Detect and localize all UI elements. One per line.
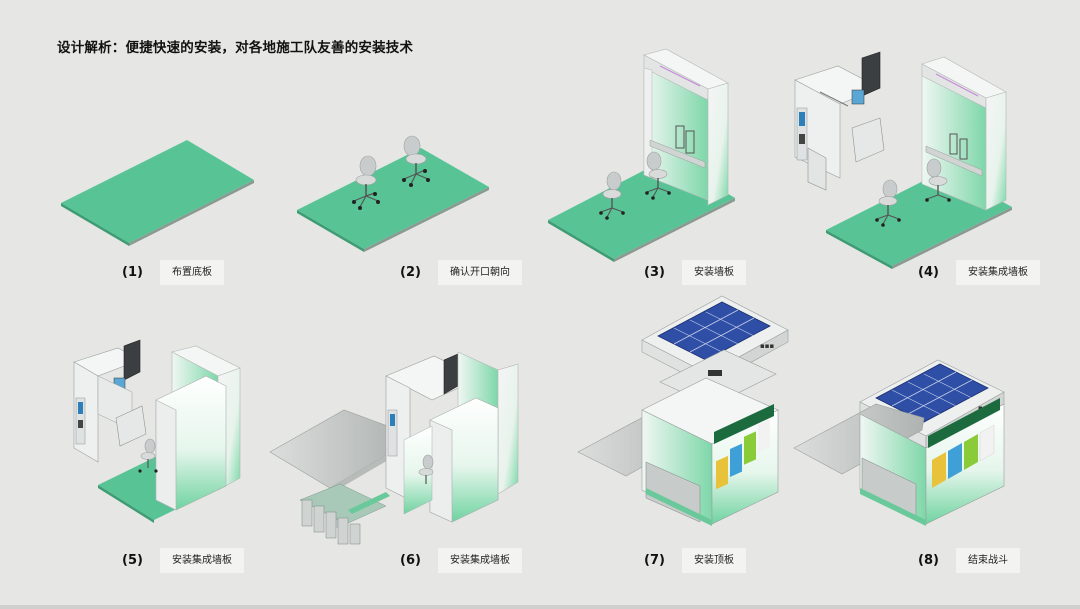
turnstile-icon: [299, 483, 390, 545]
chair-icon: [645, 151, 671, 200]
step-number: (1): [122, 265, 143, 280]
step-number: (4): [918, 265, 939, 280]
step-caption: 安装集成墙板: [160, 548, 244, 573]
step-caption: 结束战斗: [956, 548, 1020, 573]
step-number: (2): [400, 265, 421, 280]
chair-icon: [599, 171, 625, 220]
page-title: 设计解析：便捷快速的安装，对各地施工队友善的安装技术: [57, 40, 414, 56]
chair-icon: [925, 158, 951, 202]
svg-text:▪▪▪: ▪▪▪: [760, 342, 774, 350]
step-number: (6): [400, 553, 421, 568]
step-5-illustration: [73, 339, 241, 523]
step-4-illustration: [794, 51, 1012, 269]
step-label-6: (6) 安装集成墙板: [400, 548, 522, 573]
step-label-2: (2) 确认开口朝向: [400, 260, 522, 285]
step-caption: 安装集成墙板: [438, 548, 522, 573]
poster-board-icon: [932, 424, 995, 488]
step-6-illustration: [269, 351, 519, 545]
step-8-illustration: ▪▪▪: [793, 359, 1005, 526]
step-caption: 布置底板: [160, 260, 224, 285]
step-1-illustration: [61, 140, 254, 246]
chair-icon: [875, 179, 901, 227]
step-3-illustration: [548, 48, 735, 262]
solar-panel-icon: [875, 363, 989, 423]
poster-board-icon: [716, 419, 770, 490]
step-caption: 确认开口朝向: [438, 260, 522, 285]
step-2-illustration: [297, 135, 489, 252]
step-caption: 安装墙板: [682, 260, 746, 285]
step-7-illustration: ▪▪▪: [577, 295, 789, 526]
solar-panel-icon: [657, 301, 771, 361]
chair-icon: [352, 155, 380, 210]
step-label-7: (7) 安装顶板: [644, 548, 746, 573]
chair-icon: [138, 438, 158, 473]
step-label-4: (4) 安装集成墙板: [918, 260, 1040, 285]
step-label-8: (8) 结束战斗: [918, 548, 1020, 573]
step-number: (5): [122, 553, 143, 568]
chair-icon: [402, 135, 430, 187]
bottom-divider: [0, 605, 1080, 609]
step-label-1: (1) 布置底板: [122, 260, 224, 285]
step-caption: 安装顶板: [682, 548, 746, 573]
step-caption: 安装集成墙板: [956, 260, 1040, 285]
step-number: (7): [644, 553, 665, 568]
step-number: (8): [918, 553, 939, 568]
step-label-5: (5) 安装集成墙板: [122, 548, 244, 573]
chair-icon: [418, 454, 434, 484]
step-label-3: (3) 安装墙板: [644, 260, 746, 285]
step-number: (3): [644, 265, 665, 280]
